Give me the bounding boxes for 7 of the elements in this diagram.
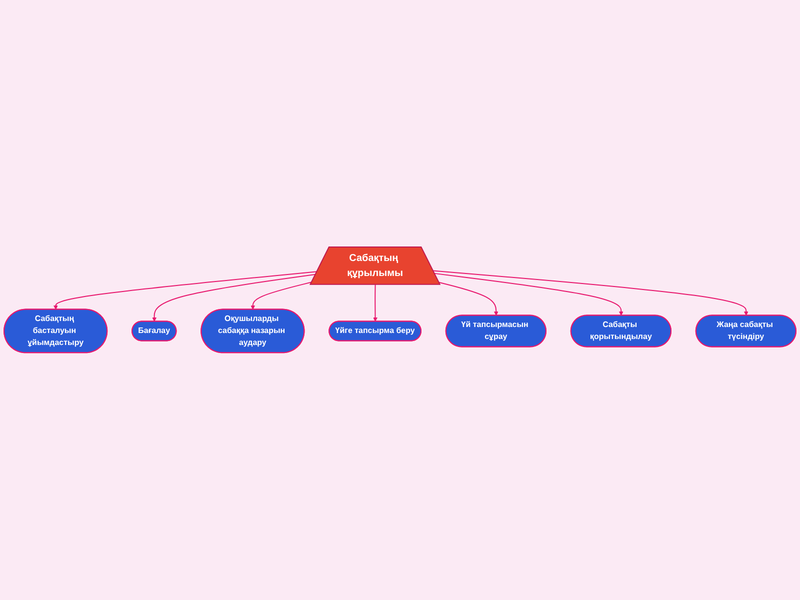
arrow (54, 271, 318, 310)
arrow (432, 270, 748, 316)
arrow (250, 282, 312, 310)
arrow (434, 273, 624, 316)
arrow (438, 282, 498, 316)
arrow (152, 274, 316, 322)
arrow (373, 284, 378, 322)
